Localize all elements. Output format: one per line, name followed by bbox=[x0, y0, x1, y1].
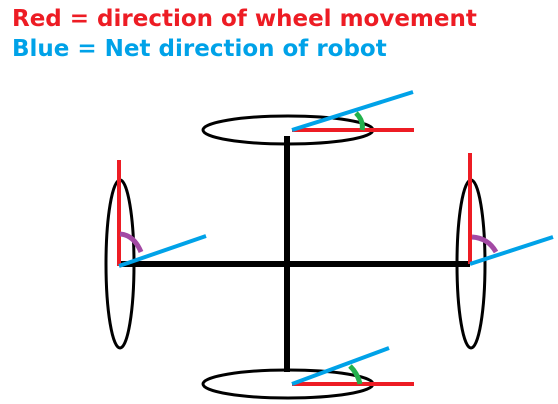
left-wheel-angle-arc bbox=[119, 231, 144, 254]
top-wheel-blue-arrow bbox=[291, 90, 414, 132]
bottom-wheel-angle-arc bbox=[348, 364, 363, 385]
left-wheel-blue-arrow bbox=[118, 234, 207, 268]
right-wheel-angle-arc bbox=[471, 234, 499, 254]
legend-blue-text: Blue = Net direction of robot bbox=[12, 36, 387, 62]
bottom-wheel-blue-arrow bbox=[291, 346, 390, 386]
right-wheel-blue-arrow bbox=[469, 235, 554, 266]
legend-red-text: Red = direction of wheel movement bbox=[12, 6, 477, 32]
top-wheel-angle-arc bbox=[354, 111, 365, 131]
